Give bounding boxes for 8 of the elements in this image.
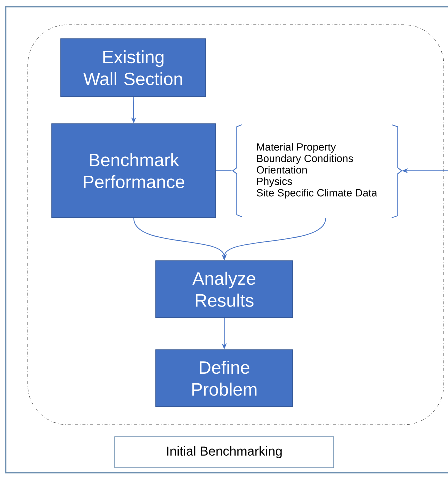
bracketed-list: Material Property Boundary Conditions Orientation Physics Site Specific Climate Data — [232, 124, 403, 218]
process-box: Existing Wall Section — [60, 38, 206, 98]
process-box: Benchmark Performance — [52, 124, 216, 218]
connector — [216, 170, 232, 172]
process-box: Analyze Results — [156, 260, 294, 318]
caption-box: Initial Benchmarking — [114, 436, 334, 468]
process-box: Define Problem — [156, 350, 294, 408]
dashed-boundary — [28, 24, 444, 426]
